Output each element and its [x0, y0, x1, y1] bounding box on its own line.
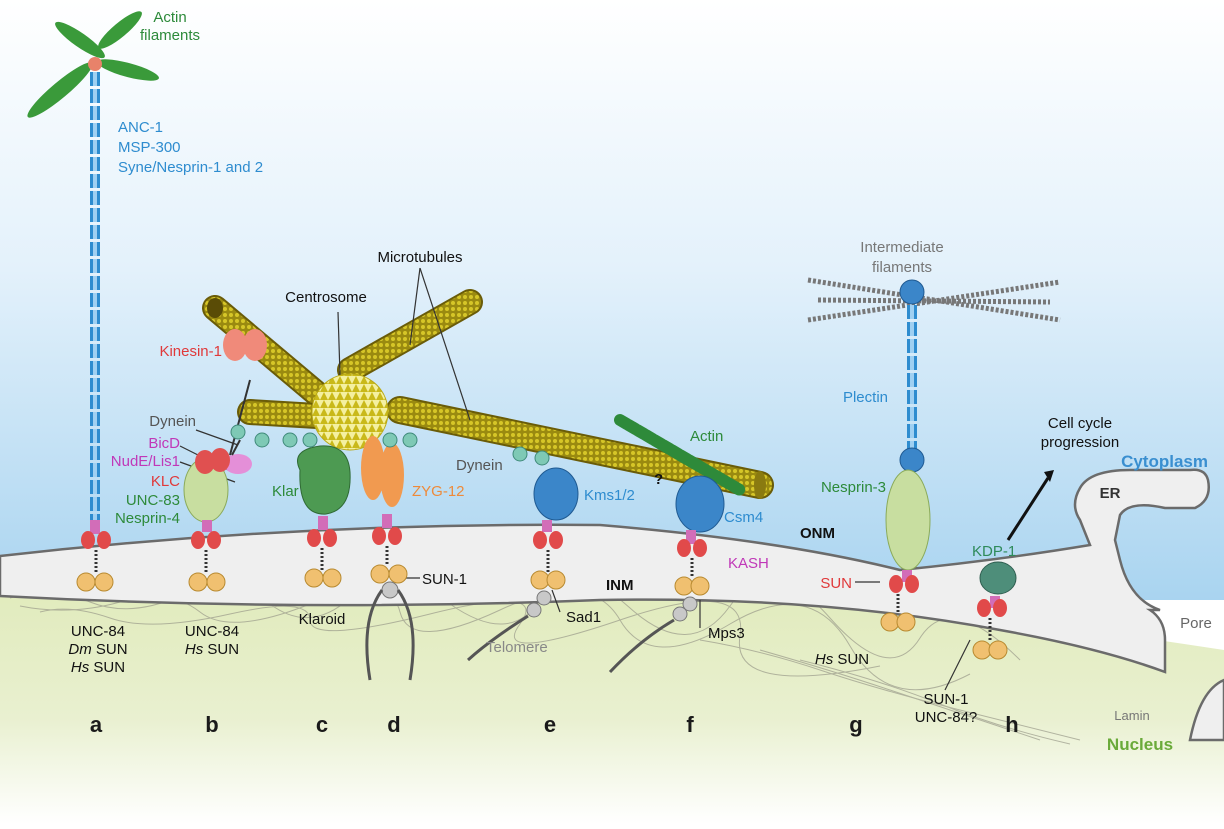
- cellcycle-label-2: progression: [1041, 434, 1119, 451]
- kms-label: Kms1/2: [584, 487, 635, 504]
- nude-label: NudE/Lis1: [111, 453, 180, 470]
- kinesin-label: Kinesin-1: [159, 343, 222, 360]
- nesprin3-label: Nesprin-3: [821, 479, 886, 496]
- syne-label: Syne/Nesprin-1 and 2: [118, 159, 263, 176]
- cytoplasm-label: Cytoplasm: [1121, 452, 1208, 471]
- panel-letter-b: b: [205, 712, 218, 737]
- h-label-1: SUN-1: [923, 691, 968, 708]
- panel-letter-c: c: [316, 712, 328, 737]
- b-label-2: Hs SUN: [185, 641, 239, 658]
- if-label-2: filaments: [872, 259, 932, 276]
- actin-label: Actin: [690, 428, 723, 445]
- klar-label: Klar: [272, 483, 299, 500]
- inm-label: INM: [606, 577, 634, 594]
- actin-filaments-label-1: Actin: [153, 9, 186, 26]
- telomere-label: Telomere: [486, 639, 548, 656]
- cellcycle-label-1: Cell cycle: [1048, 415, 1112, 432]
- sun1-d-label: SUN-1: [422, 571, 467, 588]
- csm4-label: Csm4: [724, 509, 763, 526]
- bicd-label: BicD: [148, 435, 180, 452]
- h-label-2: UNC-84?: [915, 709, 978, 726]
- panel-letter-a: a: [90, 712, 103, 737]
- sun-label: SUN: [820, 575, 852, 592]
- panel-letter-e: e: [544, 712, 556, 737]
- mps3-label: Mps3: [708, 625, 745, 642]
- a-label-3: Hs SUN: [71, 659, 125, 676]
- actin-filaments-label-2: filaments: [140, 27, 200, 44]
- kdp1-label: KDP-1: [972, 543, 1016, 560]
- unc83-label: UNC-83: [126, 492, 180, 509]
- plectin-label: Plectin: [843, 389, 888, 406]
- centrosome-label: Centrosome: [285, 289, 367, 306]
- nesprin4-label: Nesprin-4: [115, 510, 180, 527]
- b-label-1: UNC-84: [185, 623, 239, 640]
- klaroid-label: Klaroid: [299, 611, 346, 628]
- nucleus-label: Nucleus: [1107, 735, 1173, 754]
- a-label-2: Dm SUN: [68, 641, 127, 658]
- anc1-label: ANC-1: [118, 119, 163, 136]
- kash-label: KASH: [728, 555, 769, 572]
- panel-letter-f: f: [686, 712, 694, 737]
- er-label: ER: [1100, 485, 1121, 502]
- msp300-label: MSP-300: [118, 139, 181, 156]
- onm-label: ONM: [800, 525, 835, 542]
- panel-letter-h: h: [1005, 712, 1018, 737]
- dynein-e-label: Dynein: [456, 457, 503, 474]
- klc-label: KLC: [151, 473, 180, 490]
- microtubules-label: Microtubules: [377, 249, 462, 266]
- a-label-1: UNC-84: [71, 623, 125, 640]
- pore-label: Pore: [1180, 615, 1212, 632]
- panel-letter-g: g: [849, 712, 862, 737]
- dynein-b-label: Dynein: [149, 413, 196, 430]
- g-label: Hs SUN: [815, 651, 869, 668]
- if-label-1: Intermediate: [860, 239, 943, 256]
- question-mark: ?: [654, 471, 663, 488]
- zyg12-label: ZYG-12: [412, 483, 465, 500]
- lamin-label: Lamin: [1114, 708, 1149, 723]
- sad1-label: Sad1: [566, 609, 601, 626]
- panel-letter-d: d: [387, 712, 400, 737]
